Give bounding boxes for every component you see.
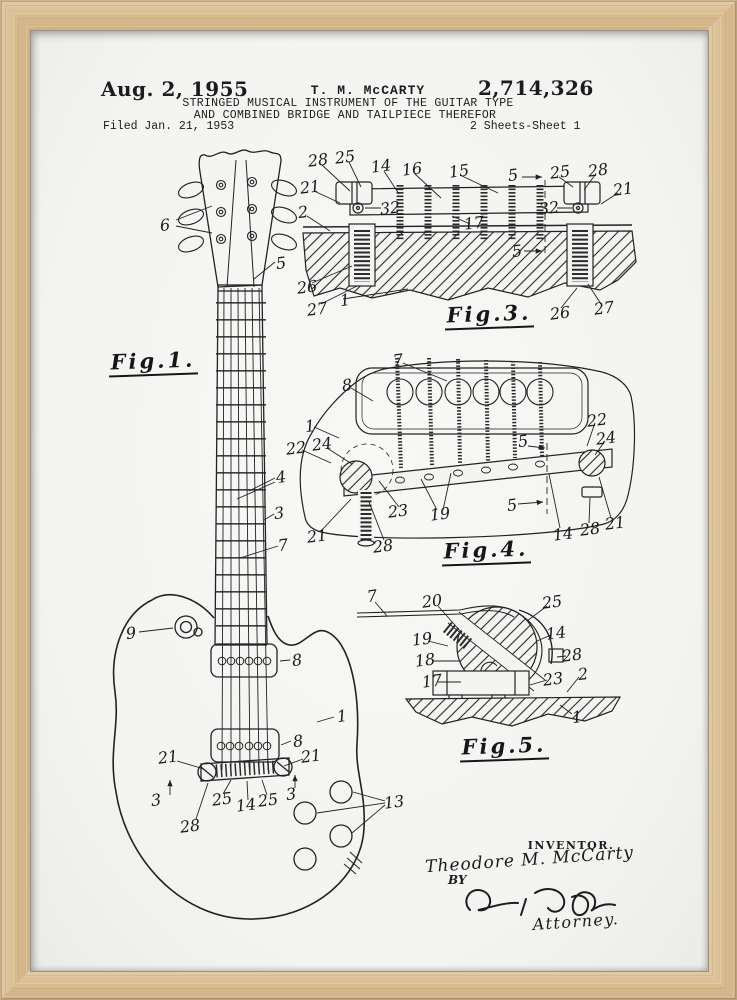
picture-frame-bottom [0,970,737,1000]
picture-frame-left [0,0,30,1000]
fig5-drawing [356,601,622,727]
fig4-drawing [299,357,636,547]
fig3-drawing [302,161,637,309]
attorney-signature [465,888,616,917]
picture-frame-top [0,0,737,30]
picture-frame-right [707,0,737,1000]
fig1-guitar-drawing [112,149,386,920]
